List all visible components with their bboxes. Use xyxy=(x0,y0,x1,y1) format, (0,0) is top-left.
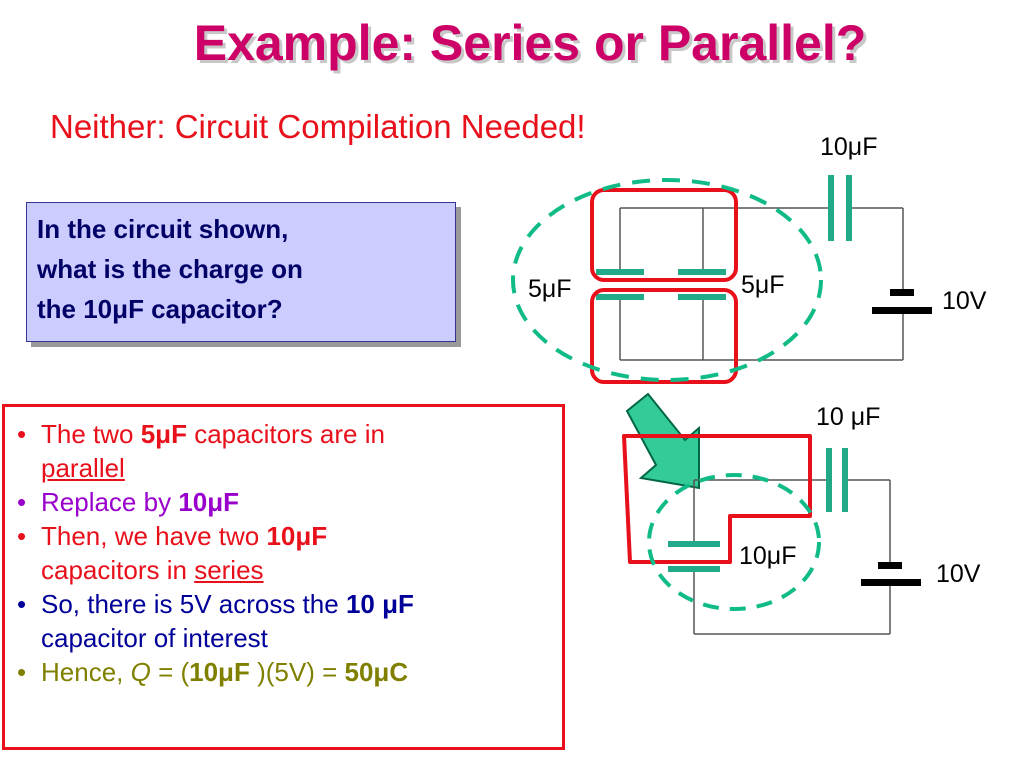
label-10uf-top: 10μF xyxy=(820,133,877,161)
highlight-path-bottom xyxy=(622,434,812,564)
capacitor-5uf-right xyxy=(678,269,726,300)
slide-title: Example: Series or Parallel? xyxy=(193,15,867,71)
capacitor-5uf-left xyxy=(596,269,644,300)
label-battery-bottom: 10V xyxy=(936,560,981,588)
bullet-result: Hence, Q = (10μF )(5V) = 50μC xyxy=(13,655,414,689)
dashed-ellipse-top xyxy=(511,178,823,382)
bullet-voltage: So, there is 5V across the 10 μF capacit… xyxy=(13,587,414,655)
top-circuit-wires xyxy=(619,207,904,361)
label-10uf-bottom: 10 μF xyxy=(816,403,880,431)
term-series: series xyxy=(194,555,264,585)
highlight-box-upper xyxy=(590,188,738,282)
label-10uf-combined: 10μF xyxy=(739,542,796,570)
capacitor-10uf-top xyxy=(828,175,852,241)
slide-subtitle: Neither: Circuit Compilation Needed! xyxy=(50,108,586,145)
term-parallel: parallel xyxy=(41,453,125,483)
question-text: In the circuit shown, what is the charge… xyxy=(37,209,303,329)
bullet-replace: Replace by 10μF xyxy=(13,485,414,519)
question-line-3: the 10μF capacitor? xyxy=(37,294,283,324)
question-box: In the circuit shown, what is the charge… xyxy=(26,202,456,342)
bullet-series: Then, we have two 10μF capacitors in ser… xyxy=(13,519,414,587)
label-5uf-left: 5μF xyxy=(528,275,572,303)
dashed-ellipse-bottom xyxy=(647,473,821,611)
answer-list: The two 5μF capacitors are in parallel R… xyxy=(13,417,414,689)
capacitor-10uf-combined xyxy=(668,541,720,572)
label-5uf-right: 5μF xyxy=(741,271,785,299)
capacitor-10uf-bottom xyxy=(826,448,848,512)
question-line-2: what is the charge on xyxy=(37,254,303,284)
battery-bottom xyxy=(861,562,921,586)
label-battery-top: 10V xyxy=(942,287,987,315)
bullet-parallel: The two 5μF capacitors are in parallel xyxy=(13,417,414,485)
battery-top xyxy=(872,289,932,314)
answer-box: The two 5μF capacitors are in parallel R… xyxy=(2,404,565,750)
question-line-1: In the circuit shown, xyxy=(37,214,289,244)
highlight-box-lower xyxy=(590,288,738,384)
arrow-transform xyxy=(625,392,700,490)
